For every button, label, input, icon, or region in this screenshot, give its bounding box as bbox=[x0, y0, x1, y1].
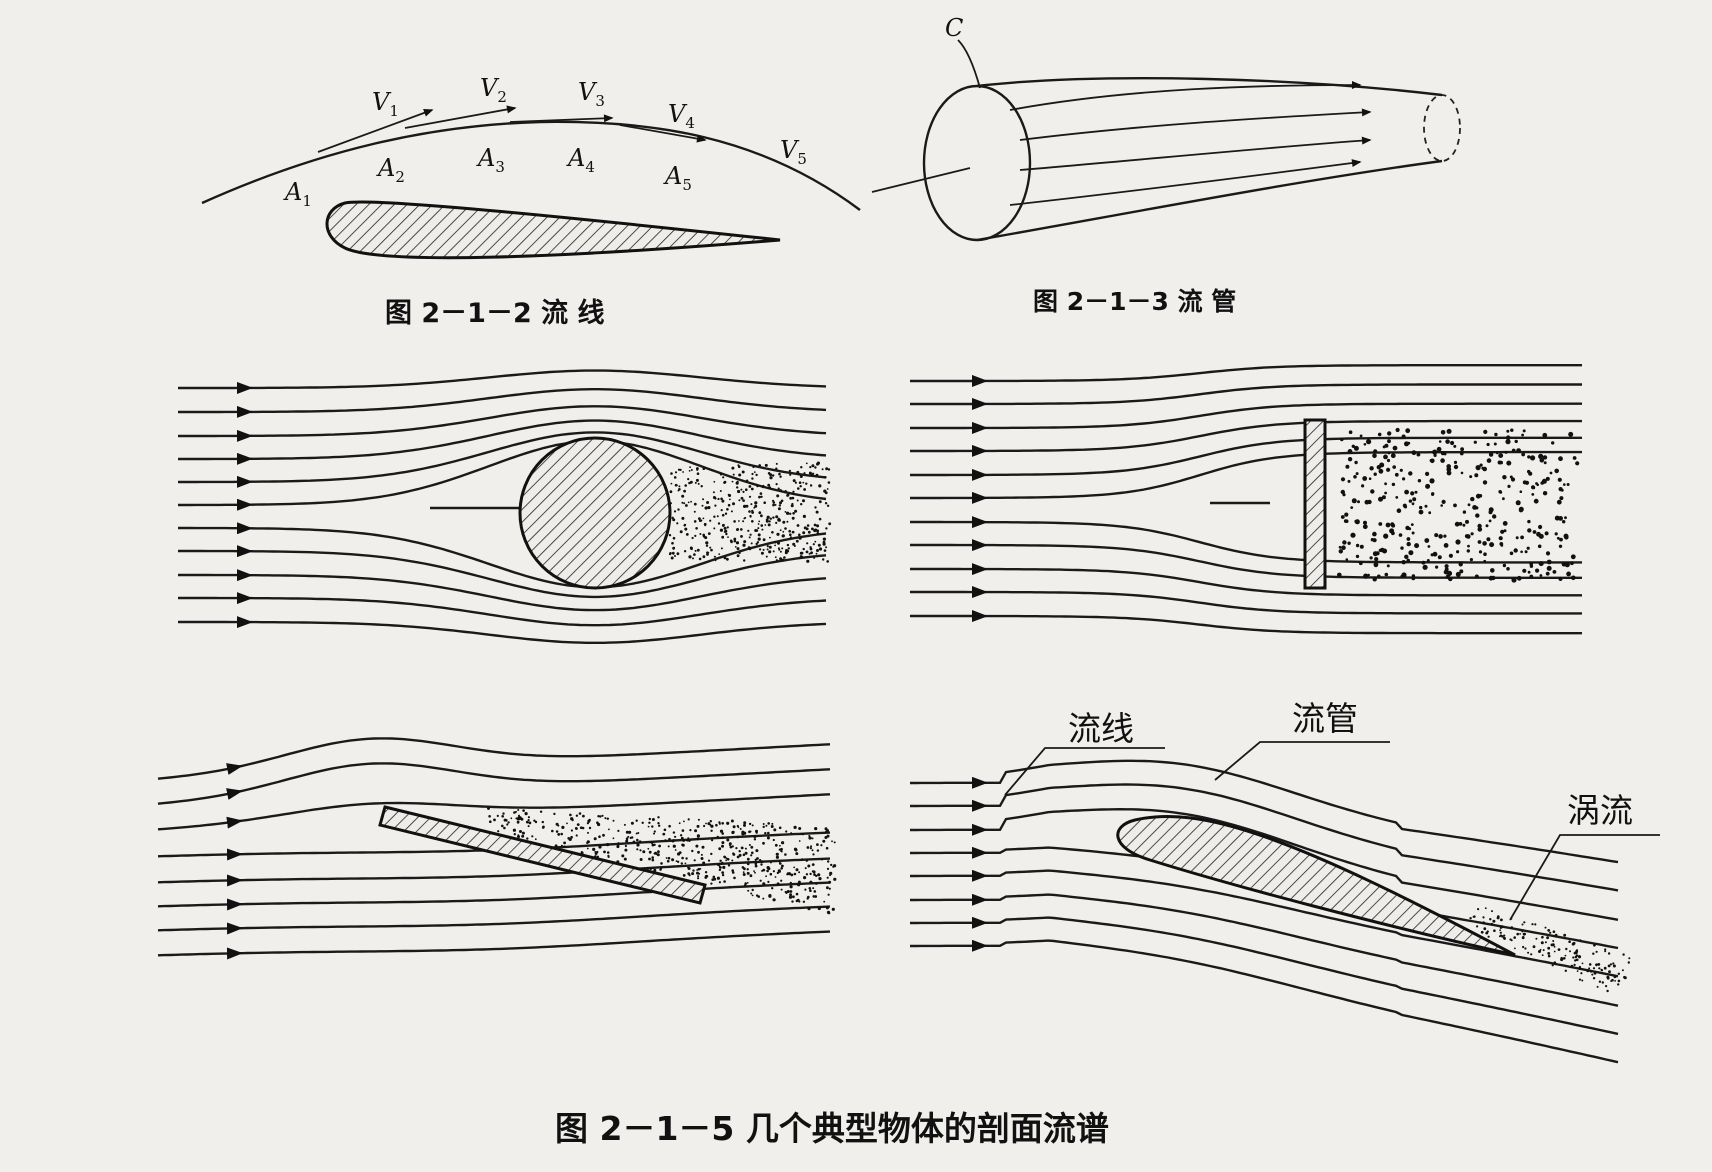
caption-fig-2-1-3: 图 2－1－3 流 管 bbox=[1033, 287, 1236, 316]
plate-streamline-11 bbox=[910, 614, 1582, 635]
velocity-label-v5: V5 bbox=[780, 136, 807, 168]
area-label-a1: A1 bbox=[283, 178, 312, 210]
plate-wake-stipple bbox=[1337, 427, 1580, 583]
inclined-streamline-8 bbox=[157, 930, 831, 957]
fig-streamtube: C 图 2－1－3 流 管 bbox=[871, 14, 1461, 316]
plate-streamline-7 bbox=[910, 520, 1582, 564]
airfoil-streamline-8 bbox=[910, 939, 1619, 1064]
velocity-arrow-2 bbox=[404, 105, 517, 129]
tube-center-line bbox=[871, 167, 971, 193]
plate-streamline-4 bbox=[910, 419, 1582, 453]
inclined-streamline-1 bbox=[157, 737, 831, 780]
panel-cylinder-flow bbox=[178, 369, 832, 644]
velocity-label-v3: V3 bbox=[578, 78, 605, 110]
cylinder-streamline-5 bbox=[178, 431, 827, 484]
airfoil-section bbox=[325, 200, 781, 260]
tube-streamline-4 bbox=[1009, 159, 1362, 206]
flow-bodies bbox=[378, 418, 1516, 957]
plate-streamline-3 bbox=[910, 402, 1582, 430]
leader-streamtube bbox=[1214, 741, 1390, 781]
tube-wall-top bbox=[976, 77, 1443, 97]
cylinder-streamline-8 bbox=[178, 549, 827, 599]
leader-vortex bbox=[1509, 834, 1660, 921]
cylinder-streamline-6 bbox=[178, 439, 827, 507]
velocity-arrow-1 bbox=[317, 109, 434, 153]
panel-flat-plate-flow bbox=[910, 364, 1582, 635]
velocity-arrow-3 bbox=[509, 114, 614, 123]
panel-airfoil-flow bbox=[910, 759, 1631, 1064]
airfoil-streamline-2 bbox=[910, 783, 1619, 892]
airfoil-annotations: 流线 流管 涡流 bbox=[1004, 699, 1660, 921]
cylinder-streamline-7 bbox=[178, 526, 827, 589]
cylinder-streamline-4 bbox=[178, 419, 827, 461]
velocity-label-v4: V4 bbox=[668, 100, 695, 132]
flat-plate-body bbox=[1303, 418, 1327, 590]
airfoil-streamline-7 bbox=[910, 916, 1619, 1036]
area-label-a3: A3 bbox=[476, 144, 505, 176]
area-label-a5: A5 bbox=[663, 162, 692, 194]
airfoil-streamline-3 bbox=[910, 807, 1619, 921]
cylinder-streamline-11 bbox=[178, 620, 827, 644]
airfoil-wake-stipple bbox=[1469, 907, 1631, 993]
plate-streamline-5 bbox=[910, 436, 1582, 477]
plate-streamline-8 bbox=[910, 543, 1582, 579]
cylinder-streamline-1 bbox=[178, 369, 827, 390]
label-streamline: 流线 bbox=[1068, 709, 1134, 748]
tube-streamline-2 bbox=[1019, 108, 1372, 141]
airfoil-body bbox=[1116, 814, 1516, 957]
inclined-streamline-7 bbox=[157, 905, 831, 932]
label-vortex: 涡流 bbox=[1567, 791, 1633, 830]
caption-fig-2-1-5: 图 2－1－5 几个典型物体的剖面流谱 bbox=[555, 1109, 1109, 1148]
cylinder-streamline-10 bbox=[178, 596, 827, 627]
velocity-label-v1: V1 bbox=[372, 88, 399, 120]
leader-streamline bbox=[1004, 747, 1165, 796]
label-streamtube: 流管 bbox=[1292, 699, 1358, 738]
cylinder-wake-stipple bbox=[668, 461, 832, 563]
tube-outlet-ellipse bbox=[1423, 94, 1461, 162]
tube-streamline-1 bbox=[1009, 81, 1362, 111]
plate-streamline-10 bbox=[910, 590, 1582, 615]
plate-streamline-1 bbox=[910, 364, 1582, 383]
cylinder-streamline-9 bbox=[178, 573, 827, 612]
inclined-wake-stipple bbox=[487, 806, 837, 915]
airfoil-streamline-6 bbox=[910, 893, 1619, 1007]
tube-streamline-3 bbox=[1019, 136, 1372, 171]
inclined-streamline-2 bbox=[157, 762, 831, 805]
area-label-a4: A4 bbox=[566, 144, 595, 176]
velocity-arrow-4 bbox=[619, 124, 707, 143]
inclined-streamline-3 bbox=[157, 793, 831, 831]
plate-streamline-9 bbox=[910, 567, 1582, 597]
cylinder-streamline-2 bbox=[178, 388, 827, 414]
curve-label-c: C bbox=[945, 14, 963, 42]
inclined-streamline-6 bbox=[157, 881, 831, 908]
fig-streamline: V1 V2 V3 V4 V5 A1 A2 A3 A4 A5 图 2－1－2 流 … bbox=[201, 74, 861, 329]
tube-wall-bottom bbox=[976, 159, 1443, 242]
inclined-plate-body bbox=[378, 805, 707, 905]
caption-fig-2-1-2: 图 2－1－2 流 线 bbox=[385, 298, 605, 329]
velocity-label-v2: V2 bbox=[480, 74, 507, 106]
plate-streamline-2 bbox=[910, 383, 1582, 406]
plate-streamline-6 bbox=[910, 450, 1582, 500]
streamline-curve bbox=[201, 120, 861, 211]
inclined-streamline-5 bbox=[157, 857, 831, 884]
area-label-a2: A2 bbox=[376, 154, 405, 186]
airfoil-streamline-5 bbox=[910, 869, 1619, 978]
label-c-leader bbox=[957, 39, 981, 89]
cylinder-streamline-3 bbox=[178, 405, 827, 438]
cylinder-body bbox=[518, 436, 672, 590]
